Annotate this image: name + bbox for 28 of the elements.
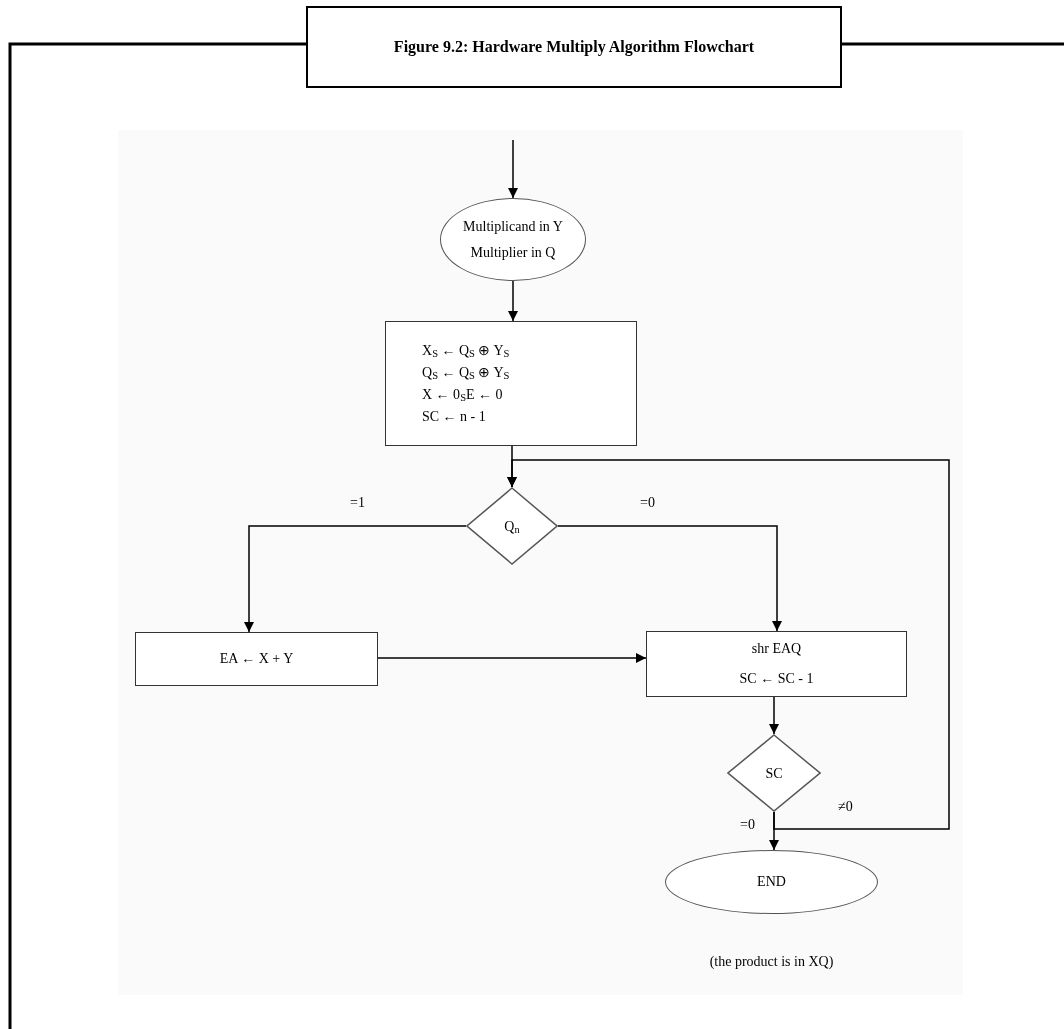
process-text: X$_{S}$ ← Q$_{S}$ ⊕ Y$_{S}$ <box>422 343 510 358</box>
process-text: shr EAQ <box>751 642 802 656</box>
edge-label: =1 <box>350 496 365 510</box>
process-text: EA ← X + Y <box>219 652 294 666</box>
decision-label: SC <box>765 764 783 783</box>
process-text: SC ← n - 1 <box>422 409 486 424</box>
edge-label: =0 <box>740 818 755 832</box>
arrow <box>557 525 782 632</box>
edge-label: ≠0 <box>838 800 853 814</box>
process-box <box>135 632 378 686</box>
terminal-text: Multiplier in Q <box>470 245 556 260</box>
arrow <box>507 459 950 830</box>
process-text: Q$_{S}$ ← Q$_{S}$ ⊕ Y$_{S}$ <box>422 365 510 380</box>
terminal-text: Multiplicand in Y <box>463 219 563 234</box>
process-box <box>385 321 637 446</box>
arrow <box>508 280 518 322</box>
arrow <box>769 696 779 735</box>
process-box <box>646 631 907 697</box>
terminal-text: END <box>757 875 786 889</box>
edge-label: =0 <box>640 496 655 510</box>
decision-label: Q$_{n}$ <box>504 517 520 537</box>
arrow <box>377 653 647 663</box>
caption-text: (the product is in XQ) <box>708 953 835 971</box>
figure-title: Figure 9.2: Hardware Multiply Algorithm Flowchart <box>393 37 755 58</box>
process-text: SC ← SC - 1 <box>739 672 814 686</box>
arrow <box>508 139 518 199</box>
process-text: X ← 0$_{S}$E ← 0 <box>422 387 503 402</box>
arrow <box>244 525 467 633</box>
